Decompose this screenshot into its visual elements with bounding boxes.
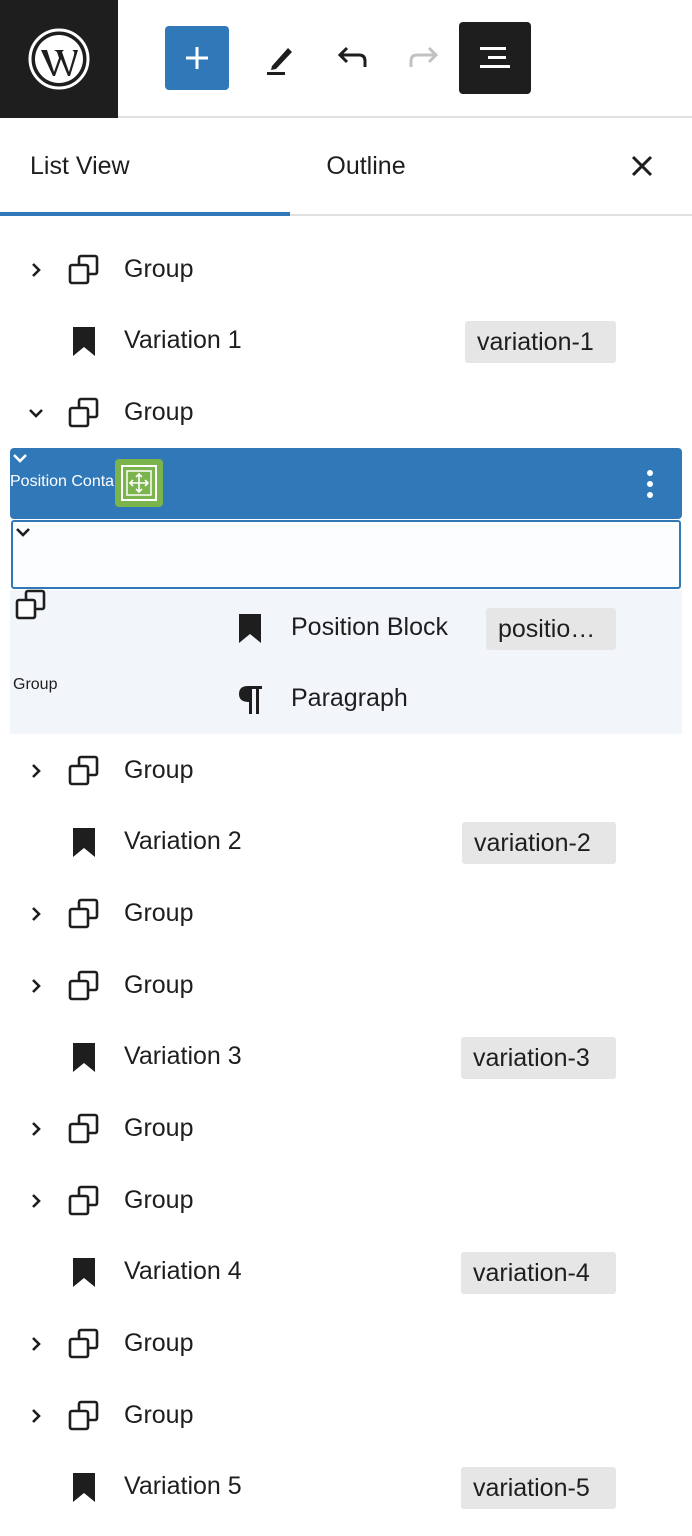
list-item-label: Position Block: [291, 613, 449, 641]
chevron-right-icon[interactable]: [21, 1308, 51, 1379]
position-container-icon: [115, 459, 163, 507]
chevron-right-icon[interactable]: [21, 950, 51, 1021]
chevron-down-icon[interactable]: [10, 448, 682, 473]
anchor-badge: variation-1: [465, 321, 616, 363]
list-item-label: Variation 1: [124, 326, 242, 354]
list-item-label: Group: [124, 1114, 194, 1142]
list-item-position-block[interactable]: Position Block positio…: [0, 592, 692, 663]
pencil-icon: [267, 48, 292, 75]
list-item-group[interactable]: Group: [0, 950, 692, 1021]
list-item-group[interactable]: Group: [11, 520, 681, 693]
close-icon: [631, 155, 653, 177]
redo-button[interactable]: [392, 26, 456, 90]
group-icon: [66, 1380, 102, 1451]
bookmark-icon: [66, 1451, 102, 1522]
list-item-variation[interactable]: Variation 4 variation-4: [0, 1236, 692, 1307]
bookmark-icon: [66, 1236, 102, 1307]
add-block-button[interactable]: [165, 26, 229, 90]
group-icon: [66, 1093, 102, 1164]
plus-icon: [186, 47, 208, 69]
chevron-down-icon[interactable]: [21, 377, 51, 448]
options-kebab-icon[interactable]: [636, 448, 664, 519]
list-item-label: Position Container: [10, 473, 141, 490]
list-view-icon: [480, 47, 510, 68]
list-item-label: Variation 2: [124, 827, 242, 855]
list-item-group[interactable]: Group: [0, 1165, 692, 1236]
list-item-label: Group: [124, 971, 194, 999]
group-icon: [66, 878, 102, 949]
wordpress-logo-icon[interactable]: [0, 0, 118, 118]
chevron-right-icon[interactable]: [21, 1093, 51, 1164]
list-item-label: Group: [13, 676, 58, 693]
editor-toolbar: [0, 0, 692, 118]
chevron-right-icon[interactable]: [21, 1380, 51, 1451]
group-icon: [66, 377, 102, 448]
list-item-label: Group: [124, 756, 194, 784]
paragraph-icon: [232, 663, 268, 734]
list-item-label: Group: [124, 1186, 194, 1214]
group-icon: [66, 234, 102, 305]
list-item-label: Group: [124, 1329, 194, 1357]
list-item-label: Paragraph: [291, 684, 408, 712]
list-item-group[interactable]: Group: [0, 234, 692, 305]
redo-icon: [409, 46, 439, 67]
list-item-group[interactable]: Group: [0, 1308, 692, 1379]
chevron-right-icon[interactable]: [21, 1165, 51, 1236]
list-item-variation[interactable]: Variation 2 variation-2: [0, 806, 692, 877]
anchor-badge: positio…: [486, 608, 616, 650]
anchor-badge: variation-2: [462, 822, 616, 864]
close-button[interactable]: [616, 140, 668, 192]
group-icon: [66, 950, 102, 1021]
list-item-position-container[interactable]: Position Container: [10, 448, 682, 519]
list-item-paragraph[interactable]: Paragraph: [0, 663, 692, 734]
undo-icon: [337, 46, 367, 67]
list-item-group[interactable]: Group: [0, 878, 692, 949]
group-icon: [66, 1308, 102, 1379]
group-icon: [66, 735, 102, 806]
bookmark-icon: [66, 806, 102, 877]
undo-button[interactable]: [320, 26, 384, 90]
bookmark-icon: [66, 305, 102, 376]
list-item-variation[interactable]: Variation 1 variation-1: [0, 305, 692, 376]
group-icon: [66, 1165, 102, 1236]
list-item-label: Variation 3: [124, 1042, 242, 1070]
tools-button[interactable]: [248, 26, 312, 90]
anchor-badge: variation-4: [461, 1252, 616, 1294]
list-item-label: Variation 4: [124, 1257, 242, 1285]
chevron-down-icon[interactable]: [13, 522, 679, 587]
sidebar-tabs: List View Outline: [0, 118, 692, 216]
list-item-group[interactable]: Group: [0, 377, 692, 448]
tab-outline-label: Outline: [326, 151, 406, 180]
list-item-variation[interactable]: Variation 3 variation-3: [0, 1021, 692, 1092]
tab-list-view-label: List View: [30, 151, 130, 180]
bookmark-icon: [232, 592, 268, 663]
list-item-group[interactable]: Group: [0, 735, 692, 806]
list-item-label: Group: [124, 1401, 194, 1429]
list-item-variation[interactable]: Variation 5 variation-5: [0, 1451, 692, 1522]
chevron-right-icon[interactable]: [21, 878, 51, 949]
bookmark-icon: [66, 1021, 102, 1092]
list-item-group[interactable]: Group: [0, 1380, 692, 1451]
list-item-label: Group: [124, 255, 194, 283]
document-overview-button[interactable]: [459, 22, 531, 94]
chevron-right-icon[interactable]: [21, 234, 51, 305]
chevron-right-icon[interactable]: [21, 735, 51, 806]
anchor-badge: variation-5: [461, 1467, 616, 1509]
list-item-group[interactable]: Group: [0, 1093, 692, 1164]
list-item-label: Variation 5: [124, 1472, 242, 1500]
tab-outline[interactable]: Outline: [290, 118, 442, 214]
list-item-label: Group: [124, 398, 194, 426]
anchor-badge: variation-3: [461, 1037, 616, 1079]
list-item-label: Group: [124, 899, 194, 927]
tab-list-view[interactable]: List View: [0, 118, 290, 216]
